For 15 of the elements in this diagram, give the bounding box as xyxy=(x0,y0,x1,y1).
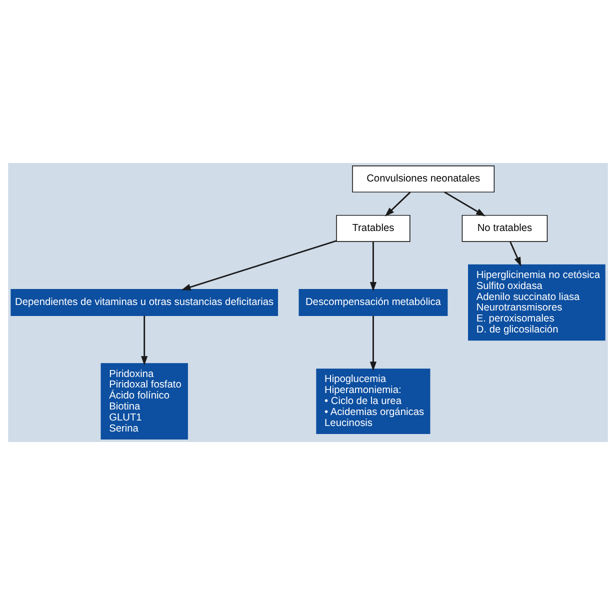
node-box: Hipoglucemia Hiperamoniemia: • Ciclo de la urea • Acidemias orgánicas Leucinosis xyxy=(316,368,430,434)
node-box: Hiperglicinemia no cetósica Sulfito oxidasa Adenilo succinato liasa Neurotransmisores E. peroxisomales D. de glicosilación xyxy=(468,264,606,340)
arrow xyxy=(370,241,377,291)
node-box: Convulsiones neonatales xyxy=(352,165,495,192)
node-box: Piridoxina Piridoxal fosfato Ácido folínico Biotina GLUT1 Serina xyxy=(100,362,188,439)
node-box: Tratables xyxy=(336,214,410,242)
arrow xyxy=(444,191,486,216)
arrow xyxy=(141,315,148,366)
node-box: No tratables xyxy=(462,214,548,242)
arrow xyxy=(384,191,411,216)
arrow xyxy=(510,240,522,266)
node-box: Dependientes de vitaminas u otras sustancias deficitarias xyxy=(10,288,278,316)
arrow xyxy=(181,240,337,290)
arrow xyxy=(370,315,377,371)
node-box: Descompensación metabólica xyxy=(298,288,448,316)
